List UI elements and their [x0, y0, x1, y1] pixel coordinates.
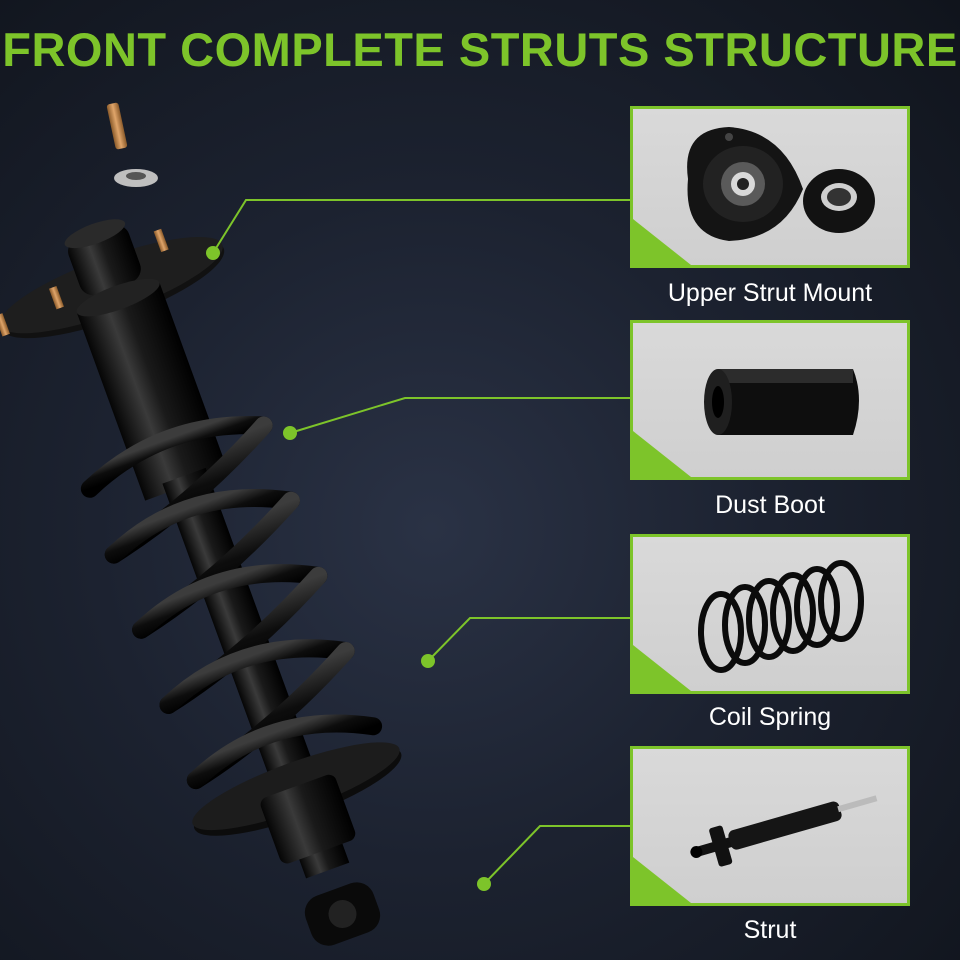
part-label-upper-strut-mount: Upper Strut Mount: [667, 279, 873, 307]
upper-strut-mount-icon: [687, 127, 875, 241]
part-panel-strut: [630, 746, 910, 906]
connector-dot: [206, 246, 220, 260]
part-panel-dust-boot: [630, 320, 910, 480]
part-label-strut: Strut: [743, 916, 797, 944]
part-label-dust-boot: Dust Boot: [715, 491, 825, 519]
part-panel-coil-spring: [630, 534, 910, 694]
panel-corner: [633, 219, 691, 265]
part-panel-upper-strut-mount: [630, 106, 910, 268]
page-title: FRONT COMPLETE STRUTS STRUCTURE: [2, 23, 958, 76]
panel-corner: [633, 857, 691, 903]
part-label-coil-spring: Coil Spring: [708, 703, 832, 731]
panel-corner: [633, 645, 691, 691]
dust-boot-section: [76, 282, 228, 501]
dust-boot-icon: [704, 369, 859, 435]
strut-icon: [690, 795, 878, 867]
connector-dot: [477, 877, 491, 891]
panel-corner: [633, 431, 691, 477]
coil-spring-section: [80, 416, 383, 790]
connector-dot: [283, 426, 297, 440]
coil-spring-icon: [698, 560, 864, 673]
connector-dot: [421, 654, 435, 668]
top-stud: [106, 102, 128, 150]
